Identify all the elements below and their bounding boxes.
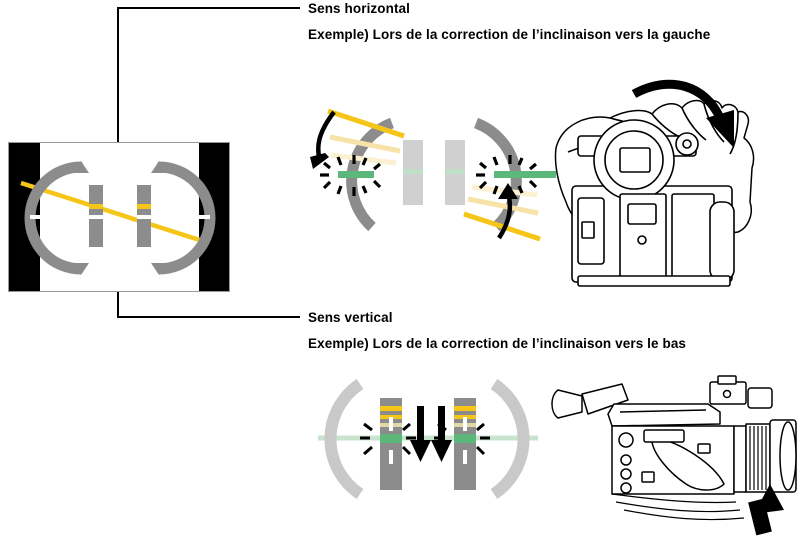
camera-knob-inner xyxy=(682,139,692,149)
bar-tick-lower xyxy=(389,450,393,464)
vertical-bar-left xyxy=(380,398,402,490)
leader-line-horizontal-top xyxy=(117,7,300,9)
gauge-arc-right-arrowhead-bottom xyxy=(151,263,168,275)
flash-burst-icon-left xyxy=(360,422,416,456)
bar-body xyxy=(454,398,476,490)
camera-lens-inner xyxy=(619,147,651,173)
camera-panel-right xyxy=(671,193,715,281)
rotate-arrow-head xyxy=(310,153,329,169)
body-label xyxy=(697,443,711,454)
handle-grip xyxy=(619,409,707,413)
top-handle xyxy=(607,403,721,427)
section-heading-horizontal: Sens horizontal xyxy=(308,1,411,16)
reference-bar-level-mark xyxy=(445,169,465,174)
tilt-trail-3 xyxy=(327,108,405,139)
bar-tick-upper xyxy=(389,417,393,431)
bar-marker-1 xyxy=(454,406,476,411)
horizon-line xyxy=(20,180,210,246)
horizontal-gauge-corrected xyxy=(445,117,556,242)
section-example-horizontal: Exemple) Lors de la correction de l’incl… xyxy=(308,27,711,42)
gauge-arc-left-arrowhead-bottom xyxy=(72,263,89,275)
gauge-arc-left xyxy=(324,379,364,499)
gauge-arc xyxy=(346,117,395,232)
gauge-arc-right-arrowhead xyxy=(151,161,168,173)
gauge-arc-left-tick xyxy=(30,215,43,219)
button-2 xyxy=(620,468,632,480)
section-example-vertical: Exemple) Lors de la correction de l’incl… xyxy=(308,336,687,351)
gauge-bar-right-tick xyxy=(137,215,151,219)
level-indicator xyxy=(494,171,556,178)
down-arrow-icon-2 xyxy=(431,406,452,462)
bar-tick-lower xyxy=(463,450,467,464)
flash-burst-icon xyxy=(476,155,538,196)
accessory-shoe-top xyxy=(717,375,737,385)
camera-battery xyxy=(627,203,657,225)
level-indicator xyxy=(338,171,374,178)
button-3 xyxy=(620,482,632,494)
lens-ring-grooves xyxy=(749,426,767,490)
side-panel-seam xyxy=(643,429,685,443)
accessory-knob xyxy=(722,389,732,399)
viewfinder-graphics xyxy=(20,161,216,275)
camcorder-side-view xyxy=(551,375,797,536)
gauge-bar-left-tick xyxy=(89,215,103,219)
gauge-arc-right xyxy=(490,379,530,499)
camera-slot xyxy=(581,221,595,239)
hand-strap xyxy=(651,437,725,491)
bar-tick-upper xyxy=(463,417,467,431)
finger-3 xyxy=(681,107,707,141)
camera-button xyxy=(637,235,647,245)
gauge-arc-left-arrowhead xyxy=(72,161,89,173)
section-heading-vertical: Sens vertical xyxy=(308,310,393,325)
thumb xyxy=(729,111,739,155)
bar-level-indicator xyxy=(380,434,402,443)
tilt-trail-1 xyxy=(330,152,397,166)
up-arrow-icon xyxy=(748,484,784,536)
tilt-trail-2 xyxy=(329,134,401,154)
reference-bar-level-mark xyxy=(403,169,423,174)
viewfinder-screen xyxy=(8,142,230,292)
vertical-bar-right xyxy=(454,398,476,490)
mic-holder xyxy=(581,383,629,415)
button-1 xyxy=(620,454,632,466)
bar-level-indicator xyxy=(454,434,476,443)
rotate-arrow-head xyxy=(706,110,734,148)
horizontal-gauge-tilted xyxy=(310,108,423,232)
down-arrow-icon-1 xyxy=(410,406,431,462)
gauge-bar-left-marker xyxy=(89,204,103,209)
lens-barrel-1 xyxy=(733,425,747,493)
tilt-trail-2 xyxy=(467,196,539,216)
rotate-arrow-icon xyxy=(631,79,725,121)
motion-trail xyxy=(611,493,745,521)
tilt-trail-3 xyxy=(463,211,541,242)
vertical-gauge-pair xyxy=(318,379,538,499)
leader-line-vertical-bottom xyxy=(117,316,300,318)
camcorder-front-view-with-hand xyxy=(554,79,755,287)
flash-burst-icon xyxy=(320,155,382,196)
lens-glass xyxy=(779,421,797,491)
rotate-arrow-head xyxy=(498,183,518,199)
bar-marker-1 xyxy=(380,406,402,411)
body-port xyxy=(641,471,655,483)
eyepiece xyxy=(747,387,773,409)
finger-4 xyxy=(703,103,725,143)
microphone xyxy=(551,389,583,419)
control-dial xyxy=(618,432,634,448)
camera-grip-strap xyxy=(709,201,735,281)
camera-base xyxy=(577,275,731,287)
gauge-arc-right-tick xyxy=(197,215,210,219)
bar-body xyxy=(380,398,402,490)
gauge-bar-right-marker xyxy=(137,204,151,209)
